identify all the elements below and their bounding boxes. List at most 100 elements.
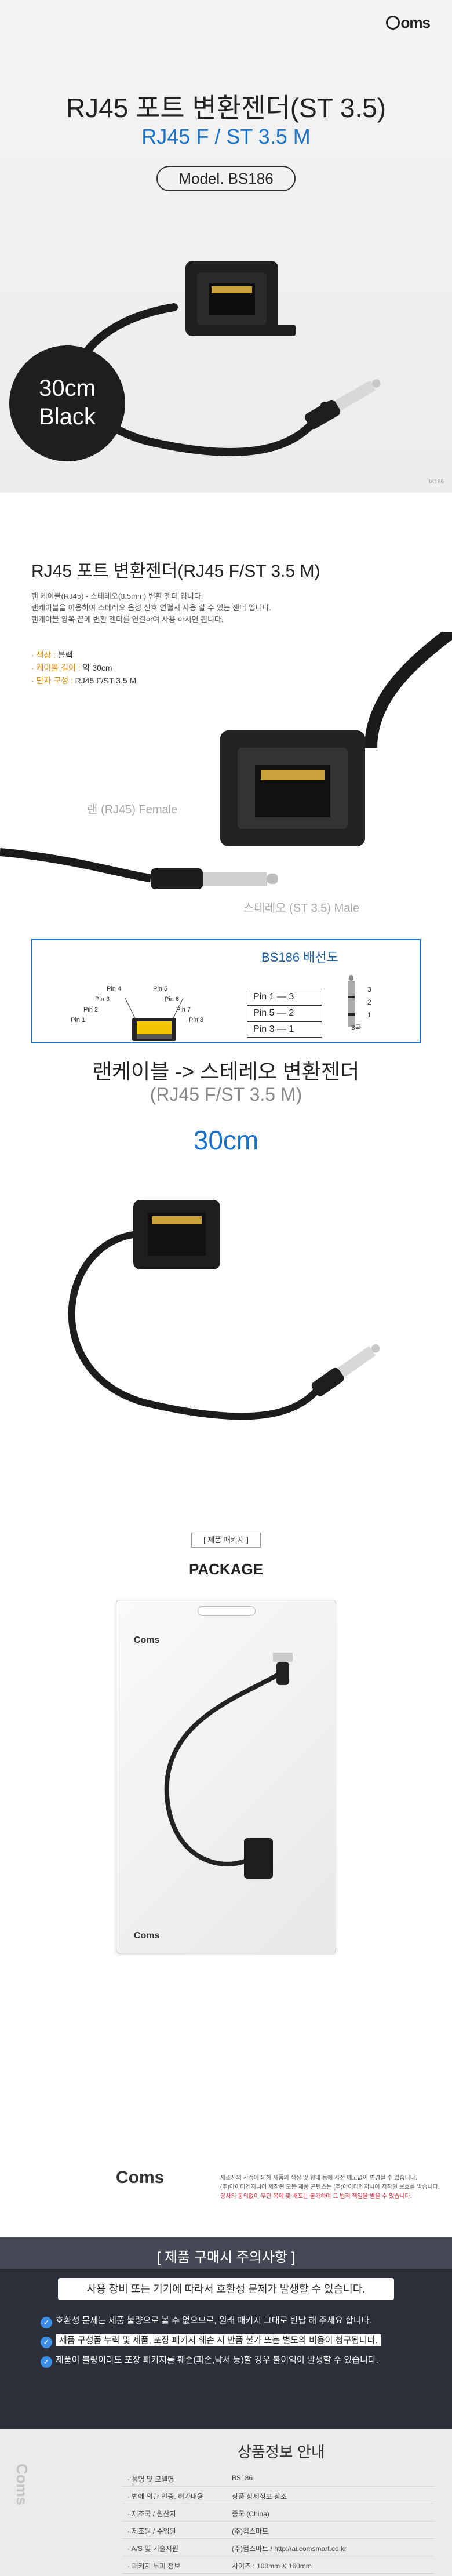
pin-label: Pin 4 [107, 985, 122, 992]
caution-main-notice: 사용 장비 또는 기기에 따라서 호환성 문제가 발생할 수 있습니다. [58, 2278, 394, 2300]
hero-title: RJ45 포트 변환젠더(ST 3.5) [65, 93, 387, 123]
package-note: 제조사의 사정에 의해 제품의 색상 및 형태 등에 사전 예고없이 변경될 수… [220, 2175, 417, 2181]
mapping-row: Pin 5 — 2 [247, 1005, 322, 1021]
spec-color: · 색상 : 블랙 [31, 649, 73, 661]
brand-text: oms [400, 14, 431, 31]
info-row: · A/S 및 기술지원 (주)컴스마트 / http://ai.comsmart… [122, 2539, 435, 2556]
check-icon: ✓ [41, 2356, 52, 2368]
info-value: (주)컴스마트 / http://ai.comsmart.co.kr [232, 2545, 347, 2553]
adapter-subtitle: (RJ45 F/ST 3.5 M) [150, 1084, 302, 1105]
package-note-warning: 당사의 동의없이 무단 복제 및 배포는 불가하며 그 법적 책임을 받을 수 … [220, 2193, 412, 2200]
package-bag-image: Coms Coms [116, 1600, 336, 1953]
caution-section: [ 제품 구매시 주의사항 ] 사용 장비 또는 기기에 따라서 호환성 문제가… [0, 2237, 452, 2429]
info-row: · 법에 의한 인증, 허가내용 상품 상세정보 참조 [122, 2487, 435, 2504]
info-value: 상품 상세정보 참조 [232, 2493, 287, 2501]
bag-hanger-tab [198, 1606, 256, 1616]
info-key: · 제조국 / 원산지 [127, 2510, 176, 2518]
plug-pole-number: 2 [367, 998, 371, 1006]
pin-label: Pin 2 [83, 1006, 99, 1013]
info-key: · 제조원 / 수입원 [127, 2527, 176, 2535]
info-value: 사이즈 : 100mm X 160mm [232, 2562, 312, 2570]
caution-title: [ 제품 구매시 주의사항 ] [156, 2250, 296, 2265]
info-key: · 품명 및 모델명 [127, 2475, 174, 2483]
caution-line: ✓제품 구성품 누락 및 제품, 포장 패키지 훼손 시 반품 불가 또는 별도… [41, 2334, 435, 2348]
hero-code: IK186 [428, 479, 444, 485]
plug-closeup-image [0, 848, 278, 889]
adapter-section: 랜케이블 -> 스테레오 변환젠더 (RJ45 F/ST 3.5 M) 30cm [0, 1055, 452, 1530]
adapter-product-image [68, 1200, 380, 1420]
spec-value: RJ45 F/ST 3.5 M [75, 676, 137, 685]
bagged-cable-image [164, 1653, 293, 1879]
pin-label: Pin 6 [165, 996, 180, 1003]
spec-value: 약 30cm [82, 663, 112, 672]
info-row: · 품명 및 모델명 BS186 [122, 2469, 435, 2487]
description-title: RJ45 포트 변환젠더(RJ45 F/ST 3.5 M) [31, 562, 320, 581]
diagram-title: BS186 배선도 [261, 950, 338, 965]
length-badge: 30cm Black [9, 345, 125, 461]
info-title: 상품정보 안내 [238, 2443, 325, 2461]
adapter-length: 30cm [193, 1125, 259, 1155]
info-row: · 제조원 / 수입원 (주)컴스마트 [122, 2522, 435, 2539]
info-row: · 패키지 부피 정보 사이즈 : 100mm X 160mm [122, 2556, 435, 2574]
plug-caption: 3극 [351, 1024, 362, 1032]
plug-pole-number: 3 [367, 985, 371, 994]
spec-length: · 케이블 길이 : 약 30cm [31, 662, 112, 674]
package-title: PACKAGE [188, 1560, 264, 1578]
pin-label: Pin 7 [176, 1006, 191, 1013]
pin-label: Pin 3 [95, 996, 110, 1003]
info-row: · 제조국 / 원산지 중국 (China) [122, 2504, 435, 2522]
caution-text: 제품이 불량이라도 포장 패키지를 훼손(파손,낙서 등)할 경우 불이익이 발… [56, 2355, 378, 2365]
pin-label: Pin 8 [189, 1017, 204, 1024]
description-line: 랜케이블을 이용하여 스테레오 음성 신호 연결시 사용 할 수 있는 젠더 입… [31, 603, 272, 612]
description-section: RJ45 포트 변환젠더(RJ45 F/ST 3.5 M) 랜 케이블(RJ45… [0, 493, 452, 1055]
adapter-title: 랜케이블 -> 스테레오 변환젠더 [92, 1060, 360, 1083]
check-icon: ✓ [41, 2317, 52, 2328]
brand-c-icon [385, 16, 400, 30]
hero-product-image [73, 261, 381, 456]
caution-line: ✓ 호환성 문제는 제품 불량으로 볼 수 없으므로, 원래 패키지 그대로 반납… [41, 2314, 435, 2328]
brand-logo: oms [385, 14, 431, 32]
spec-key: · 단자 구성 : [31, 676, 75, 685]
description-line: 랜 케이블(RJ45) - 스테레오(3.5mm) 변환 젠더 입니다. [31, 592, 203, 601]
info-key: · 법에 의한 인증, 허가내용 [127, 2493, 204, 2501]
package-brand-logo: Coms [116, 2168, 165, 2187]
pin-label: Pin 5 [153, 985, 168, 992]
product-info-section: Coms 상품정보 안내 · 품명 및 모델명 BS186 · 법에 의한 인증,… [0, 2429, 452, 2576]
spec-connectors: · 단자 구성 : RJ45 F/ST 3.5 M [31, 675, 136, 686]
stereo-plug-icon [348, 975, 355, 1027]
rj45-jack-icon [125, 998, 184, 1041]
check-icon: ✓ [41, 2337, 52, 2348]
package-section: [ 제품 패키지 ] PACKAGE Coms Coms 제조사의 사정에 의해… [0, 1525, 452, 2237]
spec-key: · 색상 : [31, 650, 58, 660]
caution-text: 호환성 문제는 제품 불량으로 볼 수 없으므로, 원래 패키지 그대로 반납 … [56, 2316, 372, 2326]
bag-brand-label: Coms [134, 1931, 160, 1941]
package-tag: [ 제품 패키지 ] [191, 1533, 261, 1548]
spec-key: · 케이블 길이 : [31, 663, 83, 672]
rj45-closeup-image [220, 632, 452, 846]
color-value: Black [39, 404, 96, 430]
package-note: (주)아이티엔지니어 제작된 모든 제품 콘텐츠는 (주)아이티엔지니어 저작권… [220, 2184, 440, 2191]
plug-pole-number: 1 [367, 1011, 371, 1019]
caution-line: ✓ 제품이 불량이라도 포장 패키지를 훼손(파손,낙서 등)할 경우 불이익이 … [41, 2353, 435, 2368]
mapping-row: Pin 1 — 3 [247, 989, 322, 1005]
wiring-diagram: BS186 배선도 Pin 4 Pin 5 Pin 3 Pin 6 Pin 2 … [31, 939, 421, 1043]
bag-brand-label: Coms [134, 1635, 160, 1645]
side-brand-text: Coms [13, 2464, 31, 2506]
model-badge: Model. BS186 [156, 166, 296, 191]
info-key: · A/S 및 기술지원 [127, 2545, 178, 2553]
hero-subtitle: RJ45 F / ST 3.5 M [141, 125, 311, 148]
mapping-row: Pin 3 — 1 [247, 1021, 322, 1038]
caution-header-bar [0, 2237, 452, 2269]
info-table: · 품명 및 모델명 BS186 · 법에 의한 인증, 허가내용 상품 상세정보 … [122, 2469, 435, 2574]
spec-value: 블랙 [57, 650, 73, 660]
info-value: 중국 (China) [232, 2510, 269, 2518]
female-label: 랜 (RJ45) Female [87, 803, 178, 816]
male-label: 스테레오 (ST 3.5) Male [243, 902, 359, 915]
info-value: BS186 [232, 2474, 253, 2482]
info-side-logo: Coms [13, 2464, 32, 2574]
description-line: 랜케이블 양쪽 끝에 변환 젠더를 연결하여 사용 하시면 됩니다. [31, 615, 224, 624]
hero-section: oms RJ45 포트 변환젠더(ST 3.5) RJ45 F / ST 3.5… [0, 0, 452, 493]
info-key: · 패키지 부피 정보 [127, 2562, 181, 2570]
info-value: (주)컴스마트 [232, 2527, 269, 2535]
pin-label: Pin 1 [71, 1017, 86, 1024]
